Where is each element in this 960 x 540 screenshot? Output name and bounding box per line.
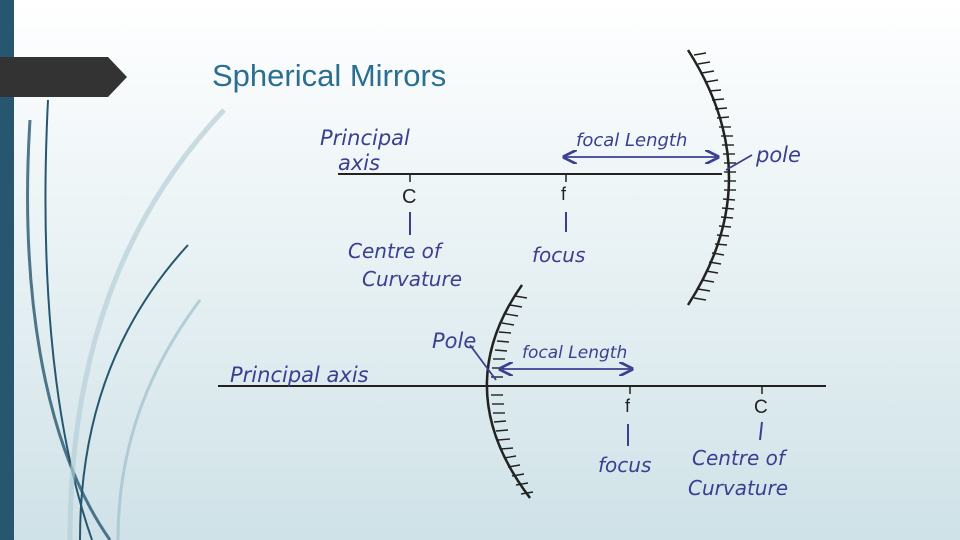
convex-pole-pointer xyxy=(469,344,497,381)
concave-principal-axis-label-2: axis xyxy=(338,151,380,175)
convex-focal-length-label: focal Length xyxy=(522,343,627,363)
slide-title: Spherical Mirrors xyxy=(212,58,447,93)
left-accent-bar xyxy=(0,0,14,540)
concave-principal-axis-label-1: Principal xyxy=(320,126,410,150)
convex-focus-label: focus xyxy=(598,453,651,477)
concave-pole-label: pole xyxy=(755,143,801,167)
concave-focal-length-label: focal Length xyxy=(576,130,687,151)
title-tab-arrow xyxy=(0,57,127,97)
concave-f-letter: f xyxy=(561,184,567,204)
convex-c-pointer xyxy=(759,421,763,441)
convex-c-letter: C xyxy=(754,397,768,418)
concave-pole-pointer xyxy=(725,154,753,171)
convex-mirror xyxy=(485,284,531,499)
convex-centre-label-2: Curvature xyxy=(688,476,788,500)
convex-principal-axis-label: Principal axis xyxy=(230,363,369,387)
concave-mirror-hatching xyxy=(693,52,736,301)
concave-mirror xyxy=(686,49,731,306)
convex-pole-label: Pole xyxy=(432,329,476,353)
convex-mirror-hatching xyxy=(491,295,534,495)
convex-f-letter: f xyxy=(625,396,631,416)
convex-mirror-figure: Principal axis Pole focal Length f focus… xyxy=(218,284,826,500)
concave-centre-label-1: Centre of xyxy=(348,239,444,263)
concave-centre-label-2: Curvature xyxy=(362,267,462,291)
concave-focus-label: focus xyxy=(532,243,585,267)
convex-centre-label-1: Centre of xyxy=(692,446,788,470)
concave-c-letter: C xyxy=(402,186,416,208)
concave-mirror-figure: Principal axis C Centre of Curvature f f… xyxy=(320,49,801,306)
